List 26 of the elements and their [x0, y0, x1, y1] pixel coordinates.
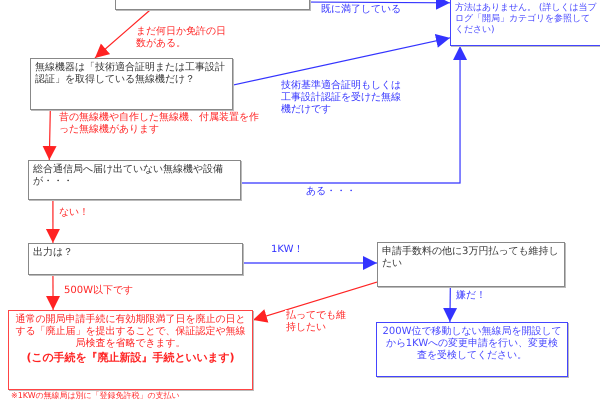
edge-label: 500W以下です — [63, 285, 134, 297]
edge-label: まだ何日か免許の日数がある。 — [135, 26, 227, 50]
body-text: 通常の開局申請手続に有効期限満了日を廃止の日とする「廃止届」を提出することで、保証認定や無線局検査を省略できます。 — [14, 314, 246, 350]
edge-label: 技術基準適合証明もしくは工事設計認証を受けた無線機だけです — [280, 80, 402, 116]
arrow — [232, 34, 450, 86]
arrow — [310, 0, 450, 10]
question-box: 総合通信局へ届け出ていない無線機や設備が・・・ — [28, 160, 241, 200]
arrow — [42, 110, 57, 160]
arrow — [443, 287, 458, 322]
edge-label: 払ってでも維持したい — [285, 310, 347, 334]
question-box: 出力は？ — [28, 243, 243, 275]
arrow — [94, 10, 150, 58]
result-box: 200W位で移動しない無線局を開設してから1KWへの変更申請を行い、変更検査を受検してください。 — [376, 322, 568, 377]
question-box: 申請手数料の他に3万円払っても維持したい — [377, 242, 565, 287]
result-box — [8, 310, 253, 390]
edge-label: 既に満了している — [320, 4, 402, 16]
edge-label: 昔の無線機や自作した無線機、付属装置を作った無線機があります — [58, 112, 260, 136]
arrow — [241, 46, 468, 184]
arrow — [46, 200, 60, 243]
footnote: ※1KWの無線局は別に「登録免許税」の支払い — [10, 391, 181, 400]
result-box: 方法はありません。 (詳しくは当ブログ「開局」カテゴリを参照してください) — [450, 0, 600, 46]
arrow — [46, 275, 60, 310]
arrow — [252, 281, 378, 323]
note-text: (この手続を『廃止新設』手続といいます) — [25, 352, 236, 364]
question-box: 無線機器は「技術適合証明または工事設計認証」を取得している無線機だけ？ — [30, 58, 233, 110]
arrow — [243, 256, 377, 270]
